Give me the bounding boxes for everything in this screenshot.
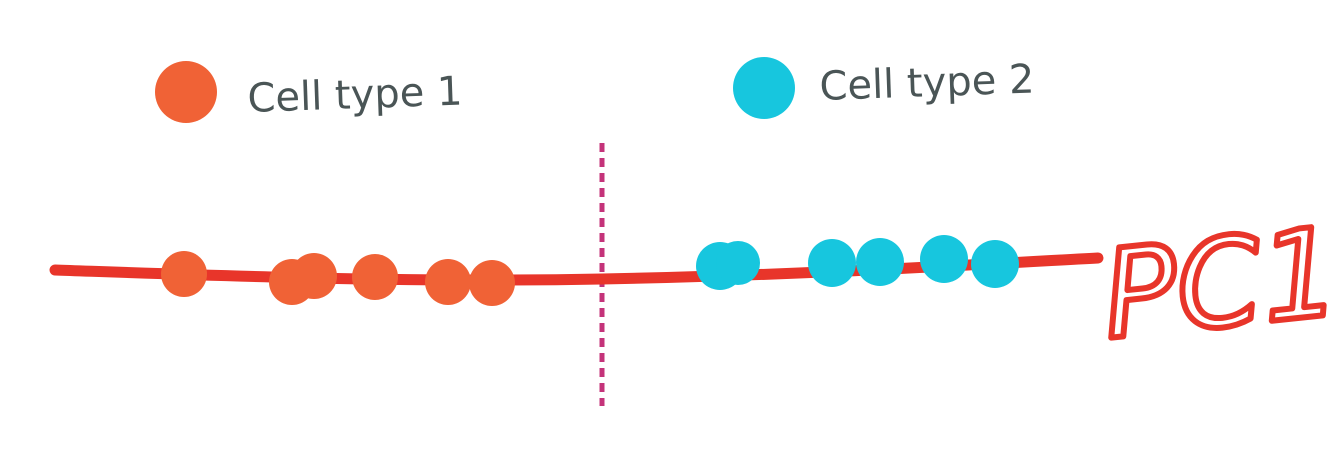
cell-type-1-point: [425, 259, 471, 305]
legend-swatch-cell-type-2: [733, 57, 795, 119]
cell-type-1-point: [161, 251, 207, 297]
legend-label-cell-type-2: Cell type 2: [819, 57, 1035, 110]
cell-type-2-point: [971, 240, 1019, 288]
cell-type-1-point: [291, 253, 337, 299]
cell-type-2-point: [856, 238, 904, 286]
legend-item-cell-type-2: Cell type 2: [733, 57, 1035, 119]
cell-type-2-point: [920, 235, 968, 283]
legend-swatch-cell-type-1: [155, 61, 217, 123]
pc1-axis-label: PC1: [1096, 201, 1340, 367]
legend: Cell type 1 Cell type 2: [155, 57, 1035, 123]
cell-type-2-point: [716, 241, 760, 285]
legend-label-cell-type-1: Cell type 1: [247, 69, 463, 122]
cell-type-2-points: [696, 235, 1019, 290]
cell-type-2-point: [808, 239, 856, 287]
legend-item-cell-type-1: Cell type 1: [155, 61, 463, 123]
cell-type-1-point: [469, 260, 515, 306]
cell-type-1-points: [161, 251, 515, 306]
cell-type-1-point: [352, 254, 398, 300]
